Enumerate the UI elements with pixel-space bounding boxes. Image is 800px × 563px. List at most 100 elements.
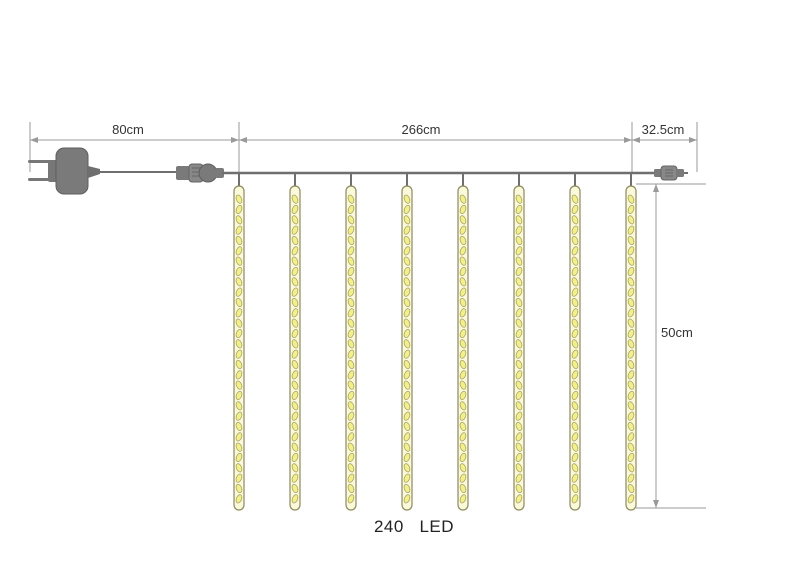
led-segment [291,370,299,380]
led-segment [627,380,635,390]
led-segment [291,318,299,328]
led-segment [459,432,467,442]
led-segment [235,194,243,204]
led-segment [627,308,635,318]
led-segment [347,463,355,473]
led-segment [291,204,299,215]
led-segment [291,225,299,235]
led-segment [515,359,523,370]
led-segment [235,266,243,277]
led-segment [459,297,467,308]
led-segment [291,277,299,287]
led-segment [571,256,579,266]
led-segment [403,318,411,328]
led-segment [571,318,579,328]
led-segment [403,277,411,287]
led-segment [627,215,635,225]
led-segment [291,194,299,204]
led-segment [291,452,299,463]
led-segment [291,297,299,308]
led-segment [459,349,467,359]
led-segment [347,277,355,287]
led-segment [515,411,523,421]
dimension-label-50cm: 50cm [661,325,693,340]
led-segment [403,463,411,473]
led-segment [571,411,579,421]
led-segment [347,370,355,380]
led-segment [515,235,523,246]
led-segment [403,215,411,225]
led-segment [347,359,355,370]
dimension-label-80cm: 80cm [112,122,144,137]
led-segment [571,277,579,287]
led-segment [347,287,355,297]
led-segment [459,380,467,390]
led-segment [235,308,243,318]
led-segment [291,442,299,452]
led-segment [403,359,411,370]
led-segment [571,297,579,308]
led-segment [459,421,467,432]
led-segment [515,463,523,473]
led-segment [235,339,243,349]
led-segment [347,442,355,452]
led-segment [403,432,411,442]
led-segment [627,452,635,463]
led-segment [515,328,523,339]
led-segment [347,328,355,339]
led-tube [513,173,525,511]
dimension-tail-cable: 32.5cm [632,122,698,172]
led-segment [459,442,467,452]
led-segment [515,204,523,215]
led-segment [403,235,411,246]
led-segment [403,452,411,463]
led-segment [403,328,411,339]
led-segment [235,401,243,411]
dimension-label-266cm: 266cm [401,122,440,137]
led-segment [291,235,299,246]
led-segment [571,339,579,349]
led-segment [627,235,635,246]
led-segment [291,411,299,421]
led-segment [459,277,467,287]
led-segment [403,483,411,494]
led-segment [627,432,635,442]
led-segment [347,349,355,359]
led-segment [235,246,243,256]
led-segment [235,432,243,442]
led-segment [347,308,355,318]
led-segment [403,401,411,411]
led-segment [291,390,299,401]
led-segment [347,246,355,256]
led-tube [289,173,301,511]
led-segment [515,473,523,483]
dimension-label-32-5cm: 32.5cm [642,122,685,137]
led-segment [627,494,635,504]
led-segment [235,349,243,359]
led-segment [571,432,579,442]
led-segment [403,473,411,483]
led-segment [627,463,635,473]
led-segment [627,277,635,287]
power-plug-icon [28,147,100,195]
led-segment [515,483,523,494]
led-tube [569,173,581,511]
dimension-plug-cable: 80cm [29,122,240,172]
led-segment [571,235,579,246]
led-segment [347,432,355,442]
led-segment [347,256,355,266]
led-segment [291,287,299,297]
led-segment [571,349,579,359]
led-segment [515,349,523,359]
led-segment [515,318,523,328]
led-segment [291,421,299,432]
led-segment [291,432,299,442]
led-segment [235,473,243,483]
led-tube [625,173,637,511]
led-segment [347,380,355,390]
led-segment [403,494,411,504]
led-segment [403,194,411,204]
led-segment [459,473,467,483]
led-segment [571,194,579,204]
